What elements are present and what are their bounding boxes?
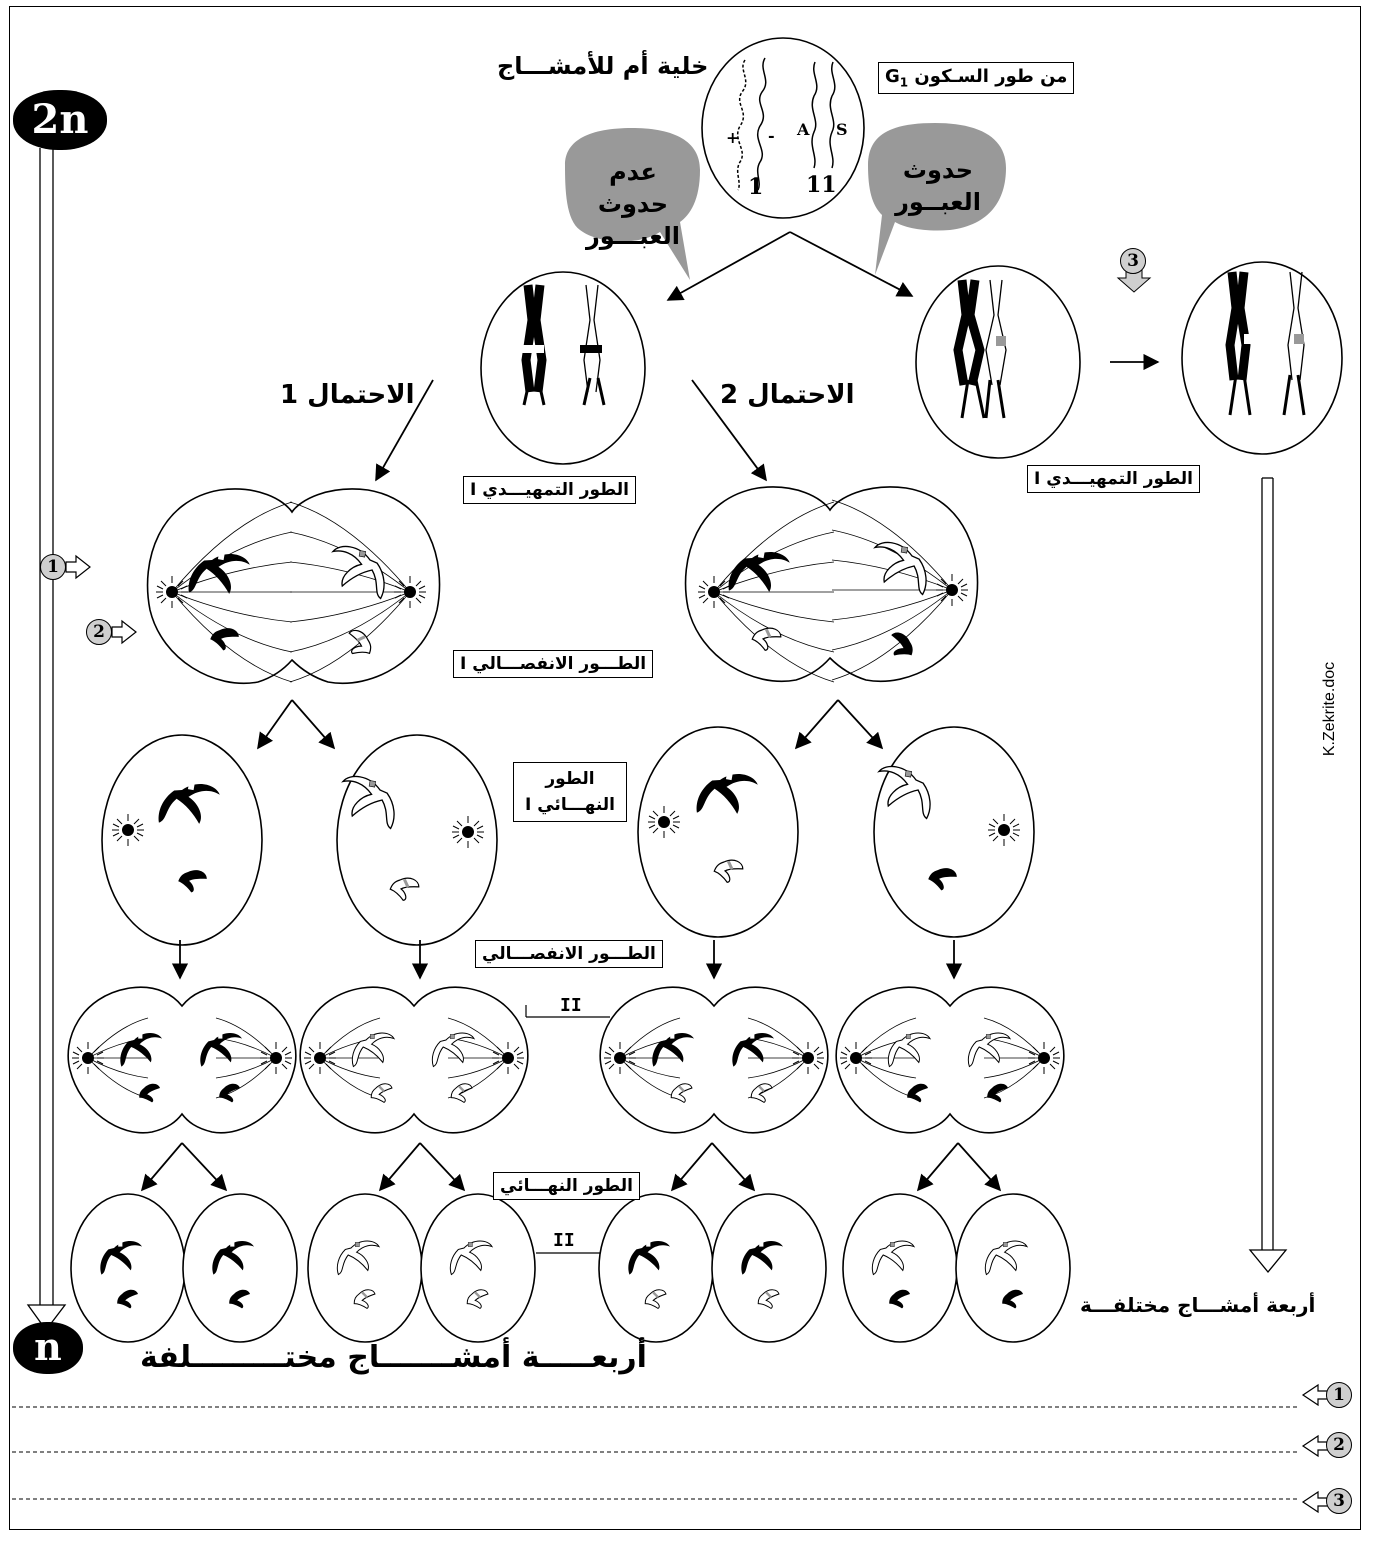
telophase2-num: II (553, 1230, 575, 1251)
marker-arrows (65, 554, 137, 645)
spindle-fiber (983, 1017, 1045, 1059)
spindle-fiber (713, 501, 835, 593)
bubble-shapes (565, 123, 1006, 280)
anaphase2-cells (67, 986, 1065, 1134)
spindle-fiber (87, 1017, 149, 1059)
label-connectors (525, 1005, 610, 1254)
possibility-1: الاحتمال 1 (280, 380, 415, 410)
mother-cell-title: خلية أم للأمشـــاج (497, 52, 709, 80)
allele-s: S (836, 120, 848, 139)
spindle-fiber (619, 1017, 681, 1059)
allele-a: A (797, 120, 810, 139)
prophase1-cell-recombined (1181, 261, 1343, 455)
prophase1-label-left: الطور التمهيـــدي I (463, 476, 636, 504)
spindle-fiber (171, 531, 293, 593)
gamete-cells (70, 1193, 1071, 1343)
right-flow-arrow (1248, 477, 1288, 1274)
possibility-2: الاحتمال 2 (720, 380, 855, 410)
spindle-fiber (855, 1017, 917, 1059)
chrom-num-1: 1 (748, 174, 764, 200)
prophase1-label-right: الطور التمهيـــدي I (1027, 465, 1200, 493)
g1-phase-label: من طور السـكون G1 (878, 62, 1075, 94)
chrom-num-11: 11 (806, 172, 837, 198)
spindle-fiber (831, 589, 953, 651)
ploidy-arrow (26, 148, 67, 1332)
allele-plus: + (726, 128, 740, 147)
bubble-crossing: حدوث العبــور (895, 156, 981, 216)
spindle-fiber (171, 501, 293, 593)
g1-phase-text: من طور السـكون (914, 66, 1068, 87)
result-right: أربعة أمشـــاج مختلفـــة (1080, 1293, 1316, 1317)
spindle-fiber (289, 591, 411, 653)
spindle-fiber (319, 1017, 381, 1059)
telophase1-cells (101, 726, 1035, 946)
marker-1-left: 1 (40, 554, 66, 580)
marker-2-left: 2 (86, 619, 112, 645)
anaphase2-label: الطـــور الانفصـــالي (475, 940, 663, 968)
spindle-fiber (289, 591, 411, 683)
result-bottom: أربعـــــة أمشـــــــاج مختـــــــــلفة (140, 1340, 647, 1375)
answer-marker-3: 3 (1326, 1488, 1352, 1514)
page-frame (9, 6, 1361, 1530)
bubble-no-crossing: عدم حدوث العبـــور (585, 158, 681, 250)
anaphase2-num: II (560, 995, 582, 1016)
allele-minus: - (768, 126, 775, 145)
spindle-fiber (747, 1017, 809, 1059)
prophase1-cell-crossing (915, 265, 1081, 459)
spindle-fiber (171, 591, 293, 683)
g1-letter: G (885, 66, 900, 87)
spindle-fiber (831, 529, 953, 591)
ploidy-2n-badge: 2n (13, 90, 107, 150)
flow-arrows (140, 699, 1002, 1192)
prophase1-cell-no-crossing (480, 271, 646, 465)
answer-lines (12, 1406, 1300, 1500)
spindle-fiber (289, 501, 411, 593)
watermark: K.Zekrite.doc (1321, 661, 1339, 757)
spindle-fiber (447, 1017, 509, 1059)
g1-code: G1 (885, 66, 908, 90)
anaphase1-label: الطـــور الانفصـــالي I (453, 650, 654, 678)
spindle-fiber (831, 589, 953, 681)
telophase1-label: الطور النهـــائي I (513, 762, 627, 822)
spindle-fiber (215, 1017, 277, 1059)
spindle-fiber (831, 499, 953, 591)
answer-marker-2: 2 (1326, 1432, 1352, 1458)
marker-3-top: 3 (1120, 248, 1146, 274)
top-cell (701, 37, 865, 219)
telophase2-label: الطور النهـــائي (493, 1172, 640, 1200)
spindle-fiber (713, 591, 835, 683)
answer-marker-1: 1 (1326, 1382, 1352, 1408)
g1-sub: 1 (899, 75, 909, 90)
ploidy-n-badge: n (13, 1322, 83, 1374)
